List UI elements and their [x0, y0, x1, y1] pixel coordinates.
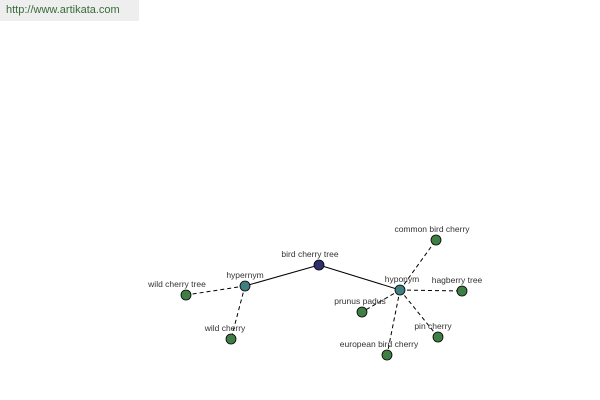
node-hypernym[interactable] — [239, 280, 251, 292]
edge-hypernym-wild-cherry-tree — [185, 285, 246, 296]
node-hyponym[interactable] — [394, 284, 406, 296]
node-root[interactable] — [313, 259, 325, 271]
node-prunus-padus[interactable] — [356, 306, 368, 318]
edge-hyponym-prunus-padus — [361, 289, 401, 313]
label-pin-cherry: pin cherry — [414, 321, 452, 331]
node-hagberry-tree[interactable] — [456, 285, 468, 297]
edge-root-hypernym — [244, 264, 320, 287]
node-wild-cherry[interactable] — [225, 333, 237, 345]
label-hagberry-tree: hagberry tree — [432, 275, 483, 285]
edge-root-hyponym — [318, 264, 401, 291]
edge-hyponym-pin-cherry — [399, 289, 439, 338]
label-european-bird-cherry: european bird cherry — [340, 339, 419, 349]
node-common-bird-cherry[interactable] — [430, 234, 442, 246]
label-hypernym: hypernym — [226, 270, 263, 280]
node-wild-cherry-tree[interactable] — [180, 289, 192, 301]
label-root: bird cherry tree — [281, 249, 338, 259]
edge-hyponym-common-bird-cherry — [399, 239, 437, 291]
label-wild-cherry-tree: wild cherry tree — [147, 279, 206, 289]
label-prunus-padus: prunus padus — [334, 296, 386, 306]
edge-hypernym-wild-cherry — [230, 285, 246, 340]
node-pin-cherry[interactable] — [432, 331, 444, 343]
node-european-bird-cherry[interactable] — [381, 349, 393, 361]
label-wild-cherry: wild cherry — [204, 323, 246, 333]
label-common-bird-cherry: common bird cherry — [394, 224, 470, 234]
label-hyponym: hyponym — [385, 274, 420, 284]
site-url-link[interactable]: http://www.artikata.com — [0, 0, 139, 21]
edge-hyponym-hagberry-tree — [399, 289, 463, 292]
